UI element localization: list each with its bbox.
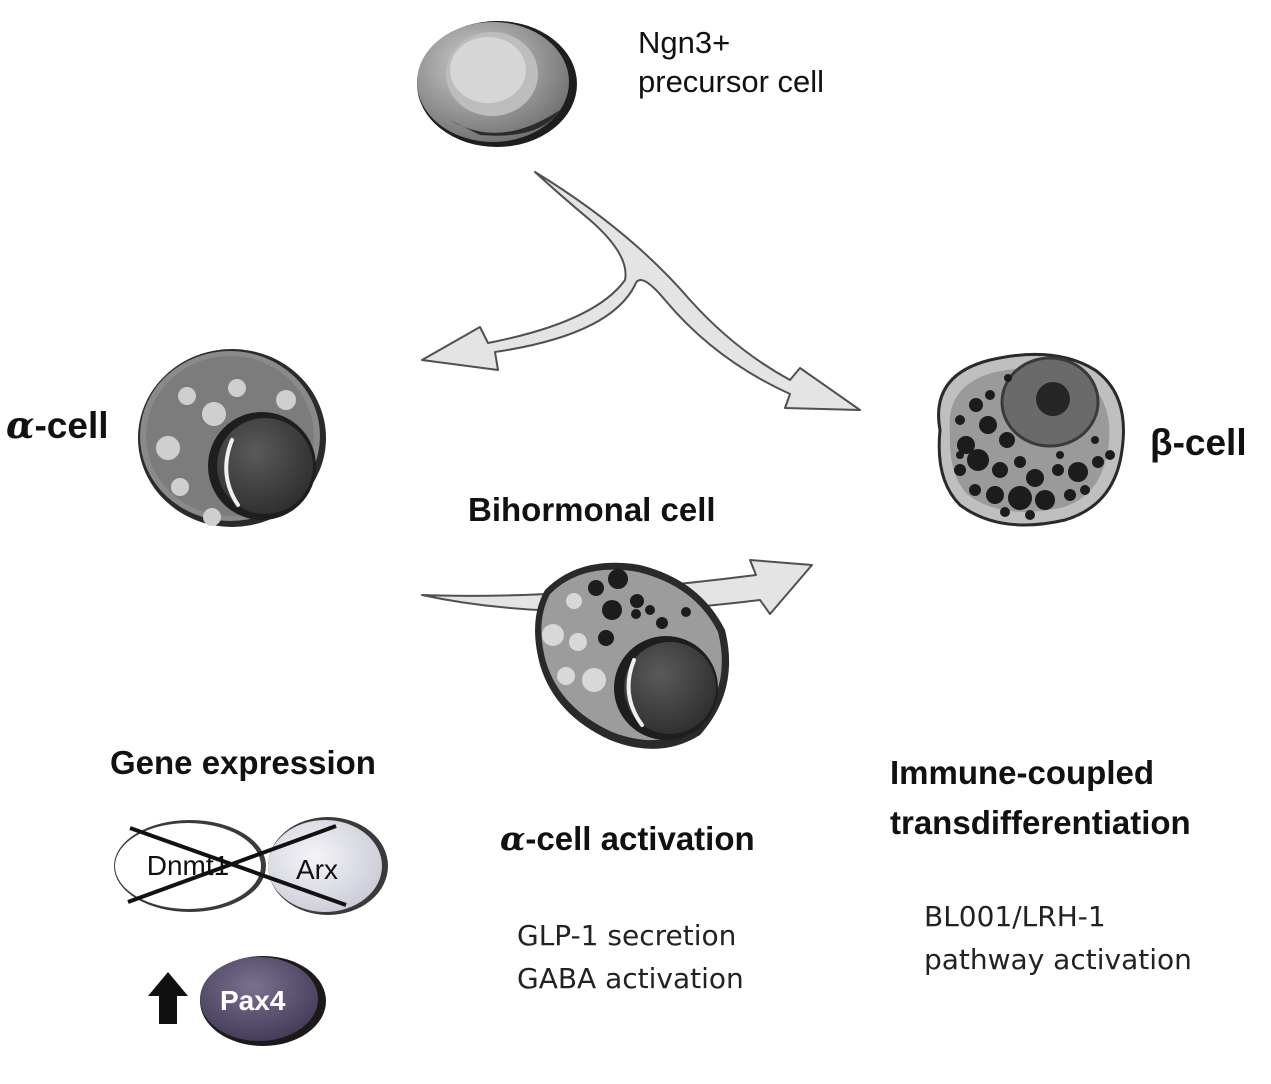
- precursor-label-line2: precursor cell: [638, 63, 825, 99]
- immune-title-line1: Immune-coupled: [890, 754, 1155, 791]
- alpha-symbol: α: [6, 403, 35, 447]
- precursor-label-line1: Ngn3+: [638, 25, 731, 60]
- glp1-secretion: GLP-1 secretion: [517, 919, 737, 952]
- precursor-cell: [417, 21, 577, 147]
- transdifferentiation-arrow: [421, 559, 813, 615]
- immune-text: BL001/LRH-1 pathway activation: [924, 895, 1192, 982]
- alpha-cell: [138, 349, 326, 527]
- pathway-activation: pathway activation: [924, 943, 1192, 977]
- gaba-activation: GABA activation: [517, 962, 744, 996]
- alpha-activation-title: α-cell activation: [500, 818, 755, 859]
- bl001-lrh1: BL001/LRH-1: [924, 900, 1106, 933]
- beta-cell-label: β-cell: [1150, 422, 1247, 463]
- alpha-activation-symbol: α: [500, 819, 526, 858]
- beta-cell: [937, 352, 1125, 527]
- immune-title: Immune-coupled transdifferentiation: [890, 748, 1191, 847]
- alpha-suffix: -cell: [34, 405, 109, 446]
- gene-expression-graphics: [114, 817, 388, 1046]
- alpha-cell-label: α-cell: [6, 402, 109, 449]
- gene-arx: Arx: [296, 854, 338, 885]
- precursor-label: Ngn3+ precursor cell: [638, 24, 824, 102]
- gene-expression-title: Gene expression: [110, 744, 376, 781]
- bihormonal-cell-label: Bihormonal cell: [468, 491, 716, 528]
- immune-title-line2: transdifferentiation: [890, 803, 1191, 841]
- alpha-activation-suffix: -cell activation: [525, 820, 755, 857]
- branching-arrow: [421, 171, 861, 411]
- bihormonal-cell: [535, 562, 730, 749]
- gene-dnmt1: Dnmt1: [146, 850, 230, 881]
- gene-pax4: Pax4: [220, 985, 286, 1016]
- alpha-activation-text: GLP-1 secretion GABA activation: [517, 914, 744, 1001]
